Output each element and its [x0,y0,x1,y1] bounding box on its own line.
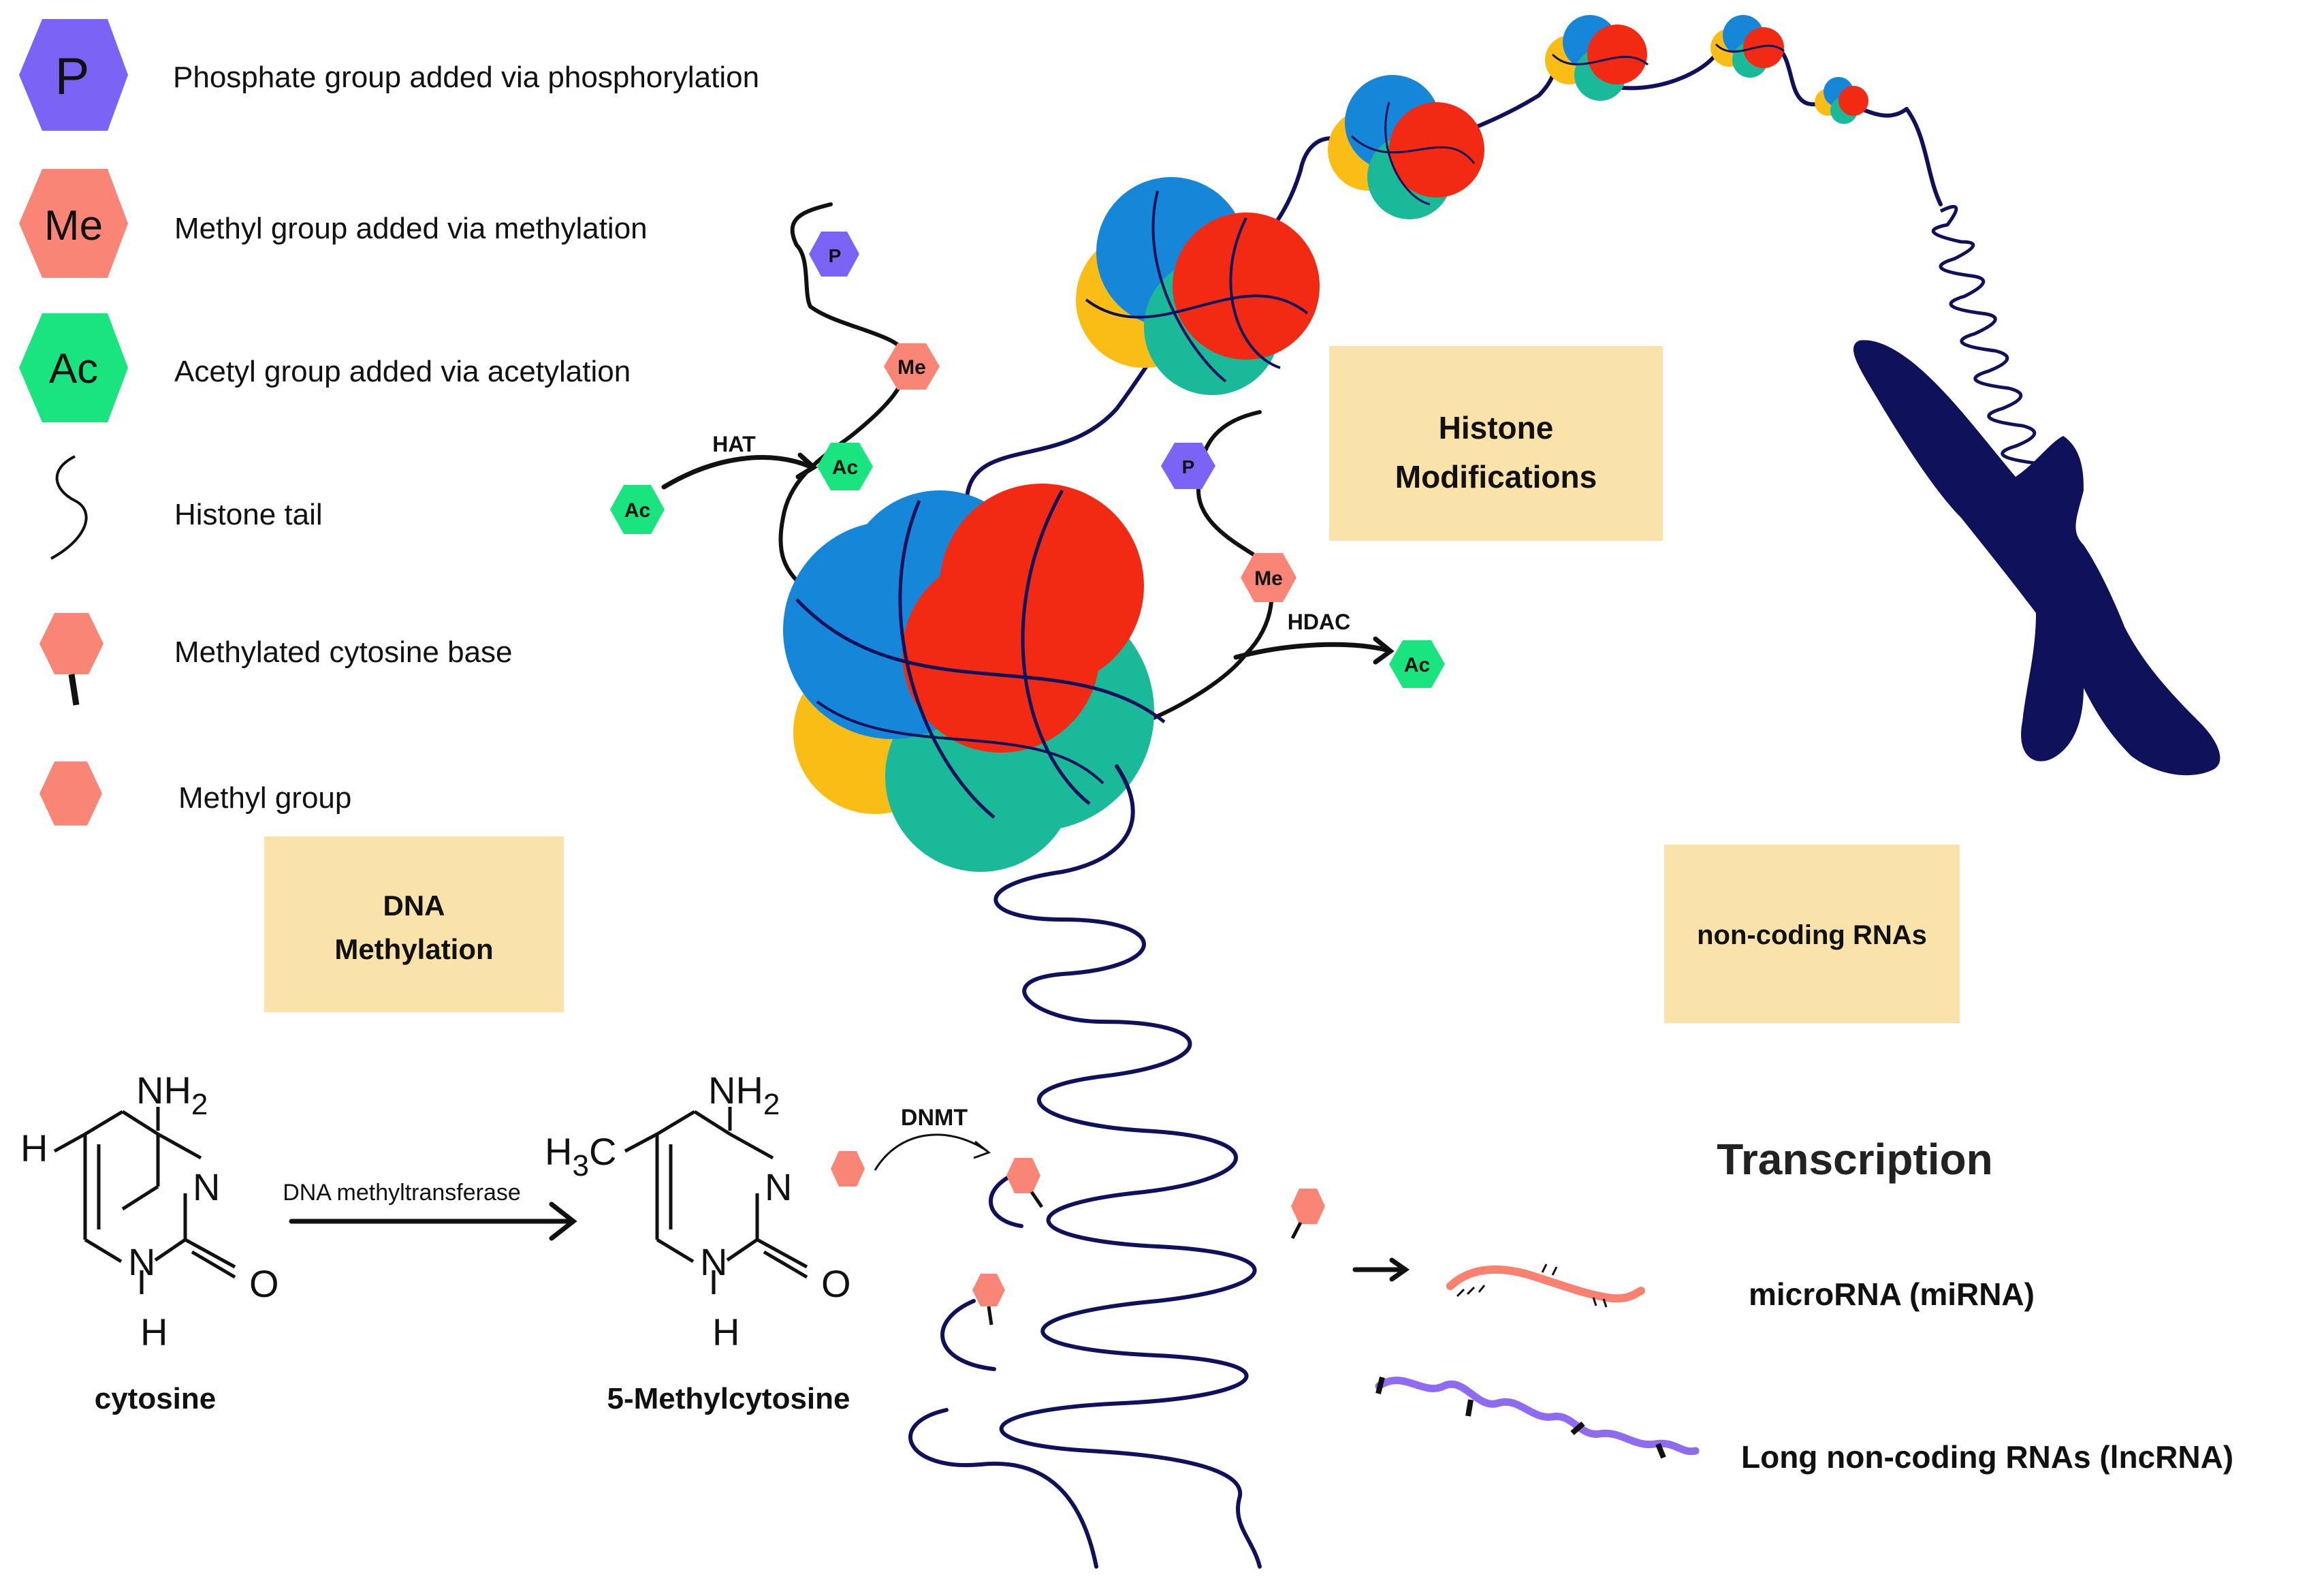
cytosine-nh2-sub: 2 [191,1088,208,1121]
legend-label-phosphate: Phosphate group added via phosphorylatio… [173,61,759,94]
methylated-cytosine-mark-3 [972,1274,1005,1325]
mc-h3c-3: 3 [572,1149,588,1182]
chromosome-body [1853,340,2220,776]
noncoding-rnas-title: non-coding RNAs [1697,920,1927,950]
dnmt-arrow [874,1133,988,1171]
legend-label-methyl-group: Methyl group [178,781,351,815]
methylated-cytosine-mark-2 [1290,1189,1325,1240]
mc-o-label: O [821,1262,851,1305]
methyl-group-icon [39,762,102,826]
mc-h3c-h: H [545,1130,572,1173]
mc-n3-label: N [765,1165,792,1208]
mirna-label: microRNA (miRNA) [1749,1276,2035,1312]
legend-label-methylated-cytosine: Methylated cytosine base [174,635,513,669]
histone-modifications-box: Histone Modifications [1329,346,1663,541]
cytosine-name: cytosine [95,1382,217,1415]
cytosine-nh-label: NH [136,1069,191,1112]
hdac-label: HDAC [1288,610,1350,634]
tail-right-p-label: P [1182,456,1195,477]
tail-phosphate-icon: P [809,232,859,277]
hat-label: HAT [712,432,756,456]
legend-symbol-p: P [55,48,90,106]
nucleosome-small-2 [1710,15,1785,78]
free-acetyl-hat-icon: Ac [610,485,665,534]
legend-label-histone-tail: Histone tail [174,498,323,531]
svg-text:NH2: NH2 [136,1069,208,1121]
dna-methylation-title-line1: DNA [383,890,445,922]
methylcytosine-name: 5-Methylcytosine [607,1382,850,1415]
cytosine-h-label: H [20,1127,48,1170]
enzyme-label: DNA methyltransferase [283,1180,521,1206]
dnmt-label: DNMT [901,1105,968,1131]
hat-arrow [661,455,813,490]
free-acetyl-hdac-icon: Ac [1389,640,1445,688]
nucleosome-main [783,484,1166,872]
svg-text:NH2: NH2 [708,1069,780,1121]
tail-right-me-label: Me [1254,567,1283,590]
tail-acetyl-icon: Ac [817,443,873,490]
cytosine-n1-label: N [128,1240,155,1283]
nucleosome-small-1 [1545,15,1649,101]
tail-methyl-icon: Me [884,343,940,390]
svg-text:H3C: H3C [545,1130,616,1182]
histone-modifications-title-line1: Histone [1439,410,1554,445]
cytosine-n3-label: N [193,1165,220,1208]
mc-nh-h-label: H [712,1311,739,1353]
methylated-cytosine-mark-1 [1006,1158,1044,1208]
hdac-arrow [1233,642,1392,660]
chromosome [1853,107,2220,776]
legend: P Phosphate group added via phosphorylat… [19,19,759,826]
dna-methylation-title-line2: Methylation [334,933,493,965]
noncoding-rnas-box: non-coding RNAs [1664,845,1960,1023]
mc-nh-label: NH [708,1069,763,1112]
nucleosome-small-3 [1815,77,1868,124]
cytosine-o-label: O [249,1262,279,1305]
legend-label-methyl: Methyl group added via methylation [174,212,648,245]
methylated-cytosine-icon [39,613,104,706]
transcription-arrow [1352,1257,1410,1282]
legend-symbol-ac: Ac [49,345,98,392]
legend-symbol-me: Me [44,202,103,249]
transcription-title: Transcription [1717,1135,1992,1184]
dna-methylation-box: DNA Methylation [264,836,564,1012]
tail-right-methyl-icon: Me [1241,553,1296,602]
dna-methyl-marks [831,1151,1325,1325]
cytosine-nh-h-label: H [140,1311,168,1353]
methylcytosine-structure: NH2 H3C N N O H 5-Methylcytosine [545,1069,851,1415]
tail-left-p-label: P [829,245,842,266]
legend-label-acetyl: Acetyl group added via acetylation [174,355,631,388]
lncrna-icon [1375,1377,1700,1459]
histone-tail-icon [50,455,88,560]
mc-n1-label: N [700,1240,727,1283]
free-ac-hat-label: Ac [624,499,650,522]
methyl-hexagon-icon: Me [19,169,128,278]
methyltransferase-reaction: DNA methyltransferase [283,1180,577,1241]
phosphate-hexagon-icon: P [19,19,128,131]
tail-right-phosphate-icon: P [1161,443,1215,489]
tail-left-ac-label: Ac [832,456,858,479]
histone-modifications-title-line2: Modifications [1395,459,1597,495]
acetyl-hexagon-icon: Ac [19,313,128,422]
tail-left-me-label: Me [897,356,926,379]
nucleosome-medium [1328,75,1484,219]
mc-nh2-sub: 2 [763,1088,780,1121]
nucleosome-large [1076,177,1320,395]
mc-h3c-c: C [589,1130,616,1173]
mirna-icon [1446,1264,1645,1308]
lncrna-label: Long non-coding RNAs (lncRNA) [1741,1439,2233,1475]
dna-helix [993,764,1262,1569]
free-ac-hdac-label: Ac [1404,654,1430,676]
cytosine-structure: NH2 H N N O H cytosine [20,1069,279,1415]
